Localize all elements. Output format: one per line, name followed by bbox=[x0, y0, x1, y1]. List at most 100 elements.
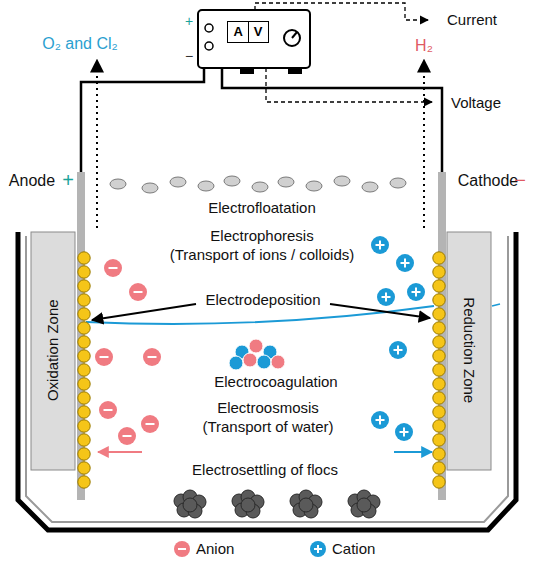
supply-foot bbox=[288, 68, 302, 74]
gas-bubble bbox=[390, 178, 406, 188]
deposit-dot bbox=[433, 294, 445, 306]
deposit-dot bbox=[433, 252, 445, 264]
process-label: Electrocoagulation bbox=[214, 374, 337, 391]
deposit-dot bbox=[433, 322, 445, 334]
deposit-dot bbox=[433, 476, 445, 488]
cation-symbol bbox=[396, 254, 414, 272]
cation-symbol bbox=[407, 283, 425, 301]
deposit-dot bbox=[433, 462, 445, 474]
anion-symbol bbox=[104, 259, 122, 277]
electrode-label: Cathode bbox=[458, 172, 519, 190]
process-label: Electrofloatation bbox=[208, 200, 316, 217]
polarity-sign: + bbox=[62, 169, 74, 191]
gas-bubble bbox=[362, 182, 378, 192]
cation-symbol bbox=[395, 423, 413, 441]
coagulation-cluster bbox=[243, 353, 257, 367]
reduction-zone-panel bbox=[447, 232, 491, 470]
anion-symbol bbox=[141, 415, 159, 433]
anode-wire bbox=[81, 68, 204, 172]
deposit-dot bbox=[78, 406, 90, 418]
knob-tick bbox=[292, 32, 297, 38]
deposit-dot bbox=[433, 406, 445, 418]
anion-symbol bbox=[129, 283, 147, 301]
legend-swatch bbox=[310, 541, 326, 557]
cation-symbol bbox=[371, 236, 389, 254]
process-label: Electrodeposition bbox=[205, 292, 320, 309]
coagulation-cluster bbox=[229, 356, 243, 370]
deposit-dot bbox=[433, 350, 445, 362]
cation-symbol bbox=[371, 411, 389, 429]
legend-text: Anion bbox=[196, 541, 234, 558]
annotation: Voltage bbox=[451, 95, 501, 112]
gas-bubble bbox=[278, 177, 294, 187]
gas-arrow bbox=[96, 60, 98, 228]
deposit-dot bbox=[78, 378, 90, 390]
knob bbox=[284, 30, 300, 46]
deposit-dot bbox=[78, 308, 90, 320]
coagulation-cluster bbox=[249, 339, 263, 353]
polarity-sign: − bbox=[185, 49, 193, 64]
cation-flow-arrow bbox=[394, 451, 432, 453]
water-line bbox=[86, 306, 434, 324]
meter-unit: V bbox=[248, 22, 268, 42]
tank-inner-wall bbox=[26, 236, 508, 522]
zone-label: Oxidation Zone bbox=[45, 299, 62, 401]
power-supply bbox=[198, 10, 310, 68]
deposit-dot bbox=[433, 448, 445, 460]
anion-symbol bbox=[99, 401, 117, 419]
supply-foot bbox=[240, 68, 254, 74]
coagulation-cluster bbox=[271, 355, 285, 369]
deposition-arrow bbox=[330, 304, 430, 318]
cation-symbol bbox=[377, 288, 395, 306]
deposit-dot bbox=[78, 280, 90, 292]
process-label: (Transport of ions / colloids) bbox=[170, 247, 355, 264]
polarity-sign: + bbox=[185, 14, 193, 29]
gas-bubble bbox=[252, 182, 268, 192]
anion-symbol bbox=[118, 427, 136, 445]
generated-symbols bbox=[78, 176, 445, 518]
deposit-dot bbox=[78, 434, 90, 446]
deposit-dot bbox=[433, 336, 445, 348]
deposit-dot bbox=[78, 266, 90, 278]
gas-bubble bbox=[224, 176, 240, 186]
process-label: (Transport of water) bbox=[202, 419, 333, 436]
deposit-dot bbox=[78, 476, 90, 488]
deposit-dot bbox=[433, 308, 445, 320]
deposit-dot bbox=[78, 364, 90, 376]
deposit-dot bbox=[433, 280, 445, 292]
water-line-tick bbox=[492, 304, 500, 306]
terminal bbox=[205, 24, 213, 32]
deposit-dot bbox=[78, 336, 90, 348]
floc bbox=[348, 490, 380, 518]
cathode-wire bbox=[222, 68, 442, 172]
deposit-dot bbox=[78, 392, 90, 404]
gas-bubble bbox=[334, 176, 350, 186]
deposit-dot bbox=[433, 364, 445, 376]
gas-label: H₂ bbox=[415, 37, 433, 55]
deposit-dot bbox=[433, 266, 445, 278]
deposit-dot bbox=[78, 462, 90, 474]
deposit-dot bbox=[78, 294, 90, 306]
voltage-leader bbox=[266, 68, 432, 102]
deposit-dot bbox=[433, 392, 445, 404]
gas-label: O₂ and Cl₂ bbox=[42, 35, 118, 53]
deposit-dot bbox=[433, 434, 445, 446]
deposit-dot bbox=[78, 252, 90, 264]
anion-flow-arrow bbox=[98, 451, 142, 453]
anion-symbol bbox=[95, 348, 113, 366]
tank-wall bbox=[18, 232, 516, 530]
polarity-sign: − bbox=[514, 169, 526, 191]
annotation: Current bbox=[447, 12, 497, 29]
process-label: Electrosettling of flocs bbox=[192, 462, 338, 479]
anion-symbol bbox=[143, 348, 161, 366]
zone-label: Reduction Zone bbox=[461, 297, 478, 403]
floc bbox=[174, 490, 206, 518]
gas-bubble bbox=[110, 179, 126, 189]
deposit-dot bbox=[78, 350, 90, 362]
electrode-label: Anode bbox=[9, 172, 55, 190]
deposit-dot bbox=[433, 378, 445, 390]
coagulation-cluster bbox=[257, 355, 271, 369]
gas-arrow bbox=[423, 60, 425, 228]
gas-bubble bbox=[170, 177, 186, 187]
terminal bbox=[205, 42, 213, 50]
